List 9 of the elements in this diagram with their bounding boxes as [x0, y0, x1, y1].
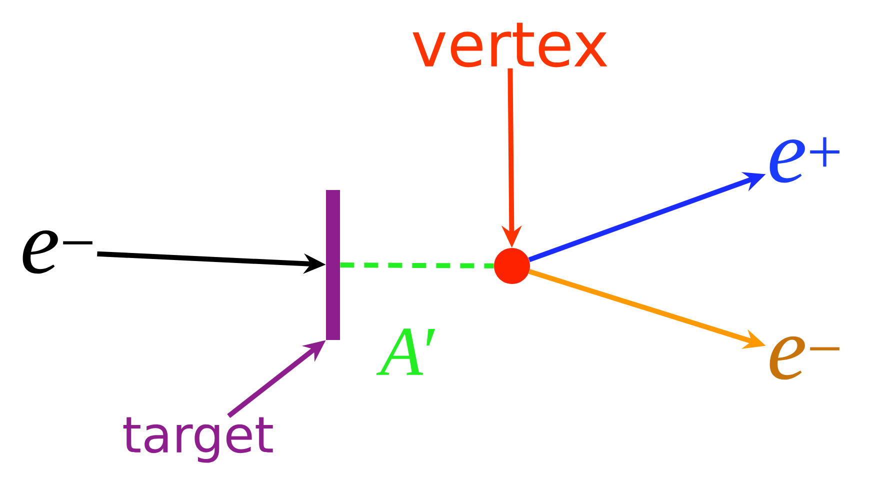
edge-label: A′ — [376, 328, 436, 375]
particle-label: e$^{−}$ — [22, 230, 92, 274]
target-label: target — [123, 417, 273, 463]
dashed-line — [340, 262, 494, 268]
vertex-dot — [494, 248, 530, 284]
particle-label: e$^{−}$ — [770, 336, 840, 380]
particle-label: e$^{+}$ — [770, 137, 840, 183]
target-bar — [326, 190, 340, 340]
vertex-label: vertex — [412, 22, 608, 68]
